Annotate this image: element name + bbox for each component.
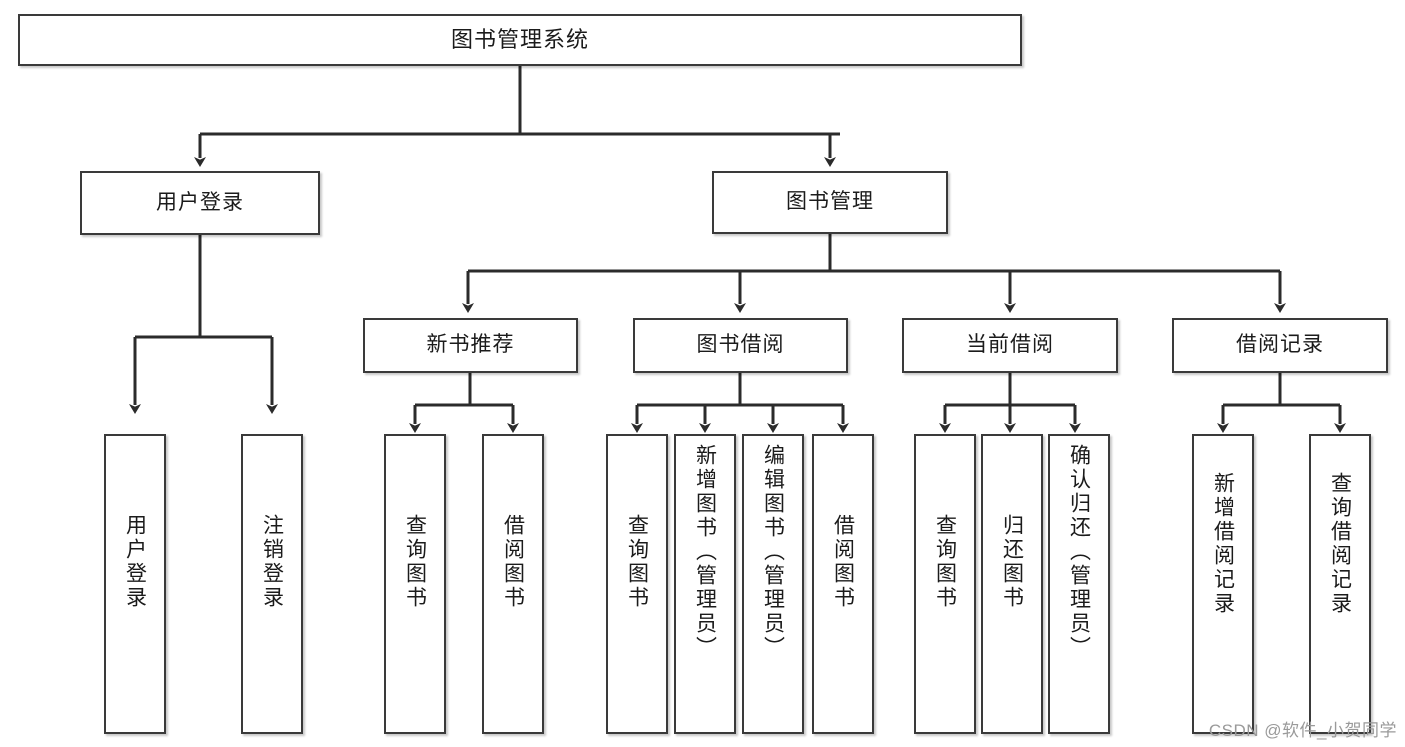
node-root-label: 图书管理系统 [450, 27, 589, 53]
leaf-query-book-borrow[interactable]: 查询图书 [606, 434, 668, 734]
leaf-borrow-book-label: 借阅图书 [831, 514, 855, 610]
leaf-query-borrow-record[interactable]: 查询借阅记录 [1309, 434, 1371, 734]
leaf-query-book-current[interactable]: 查询图书 [914, 434, 976, 734]
leaf-query-book-newbook[interactable]: 查询图书 [384, 434, 446, 734]
leaf-query-book-borrow-label: 查询图书 [625, 514, 649, 610]
node-current-borrow-label: 当前借阅 [966, 333, 1054, 357]
leaf-borrow-book[interactable]: 借阅图书 [812, 434, 874, 734]
node-book-borrow-label: 图书借阅 [696, 333, 785, 357]
node-new-book-recommend-label: 新书推荐 [426, 333, 515, 357]
leaf-logout[interactable]: 注销登录 [241, 434, 303, 734]
leaf-user-login-label: 用户登录 [123, 514, 147, 610]
leaf-add-borrow-record-label: 新增借阅记录 [1211, 472, 1235, 616]
leaf-query-book-current-label: 查询图书 [933, 514, 957, 610]
watermark: CSDN @软件_小贺同学 [1208, 721, 1397, 740]
node-borrow-record-label: 借阅记录 [1236, 333, 1324, 357]
leaf-confirm-return-admin-label: 确认归还（管理员） [1067, 444, 1091, 660]
node-book-management-label: 图书管理 [786, 190, 874, 214]
node-book-management[interactable]: 图书管理 [712, 171, 948, 234]
leaf-add-book-admin-label: 新增图书（管理员） [693, 444, 717, 660]
leaf-borrow-book-newbook[interactable]: 借阅图书 [482, 434, 544, 734]
leaf-return-book[interactable]: 归还图书 [981, 434, 1043, 734]
leaf-query-borrow-record-label: 查询借阅记录 [1328, 472, 1352, 616]
node-borrow-record[interactable]: 借阅记录 [1172, 318, 1388, 373]
leaf-query-book-newbook-label: 查询图书 [403, 514, 427, 610]
node-current-borrow[interactable]: 当前借阅 [902, 318, 1118, 373]
node-root[interactable]: 图书管理系统 [18, 14, 1022, 66]
leaf-return-book-label: 归还图书 [1000, 514, 1024, 610]
node-user-login-label: 用户登录 [156, 190, 244, 214]
leaf-logout-label: 注销登录 [260, 514, 284, 610]
leaf-confirm-return-admin[interactable]: 确认归还（管理员） [1048, 434, 1110, 734]
leaf-borrow-book-newbook-label: 借阅图书 [501, 514, 525, 610]
leaf-add-borrow-record[interactable]: 新增借阅记录 [1192, 434, 1254, 734]
leaf-edit-book-admin[interactable]: 编辑图书（管理员） [742, 434, 804, 734]
node-new-book-recommend[interactable]: 新书推荐 [363, 318, 578, 373]
leaf-add-book-admin[interactable]: 新增图书（管理员） [674, 434, 736, 734]
node-book-borrow[interactable]: 图书借阅 [633, 318, 848, 373]
leaf-user-login[interactable]: 用户登录 [104, 434, 166, 734]
node-user-login[interactable]: 用户登录 [80, 171, 320, 235]
leaf-edit-book-admin-label: 编辑图书（管理员） [761, 444, 785, 660]
